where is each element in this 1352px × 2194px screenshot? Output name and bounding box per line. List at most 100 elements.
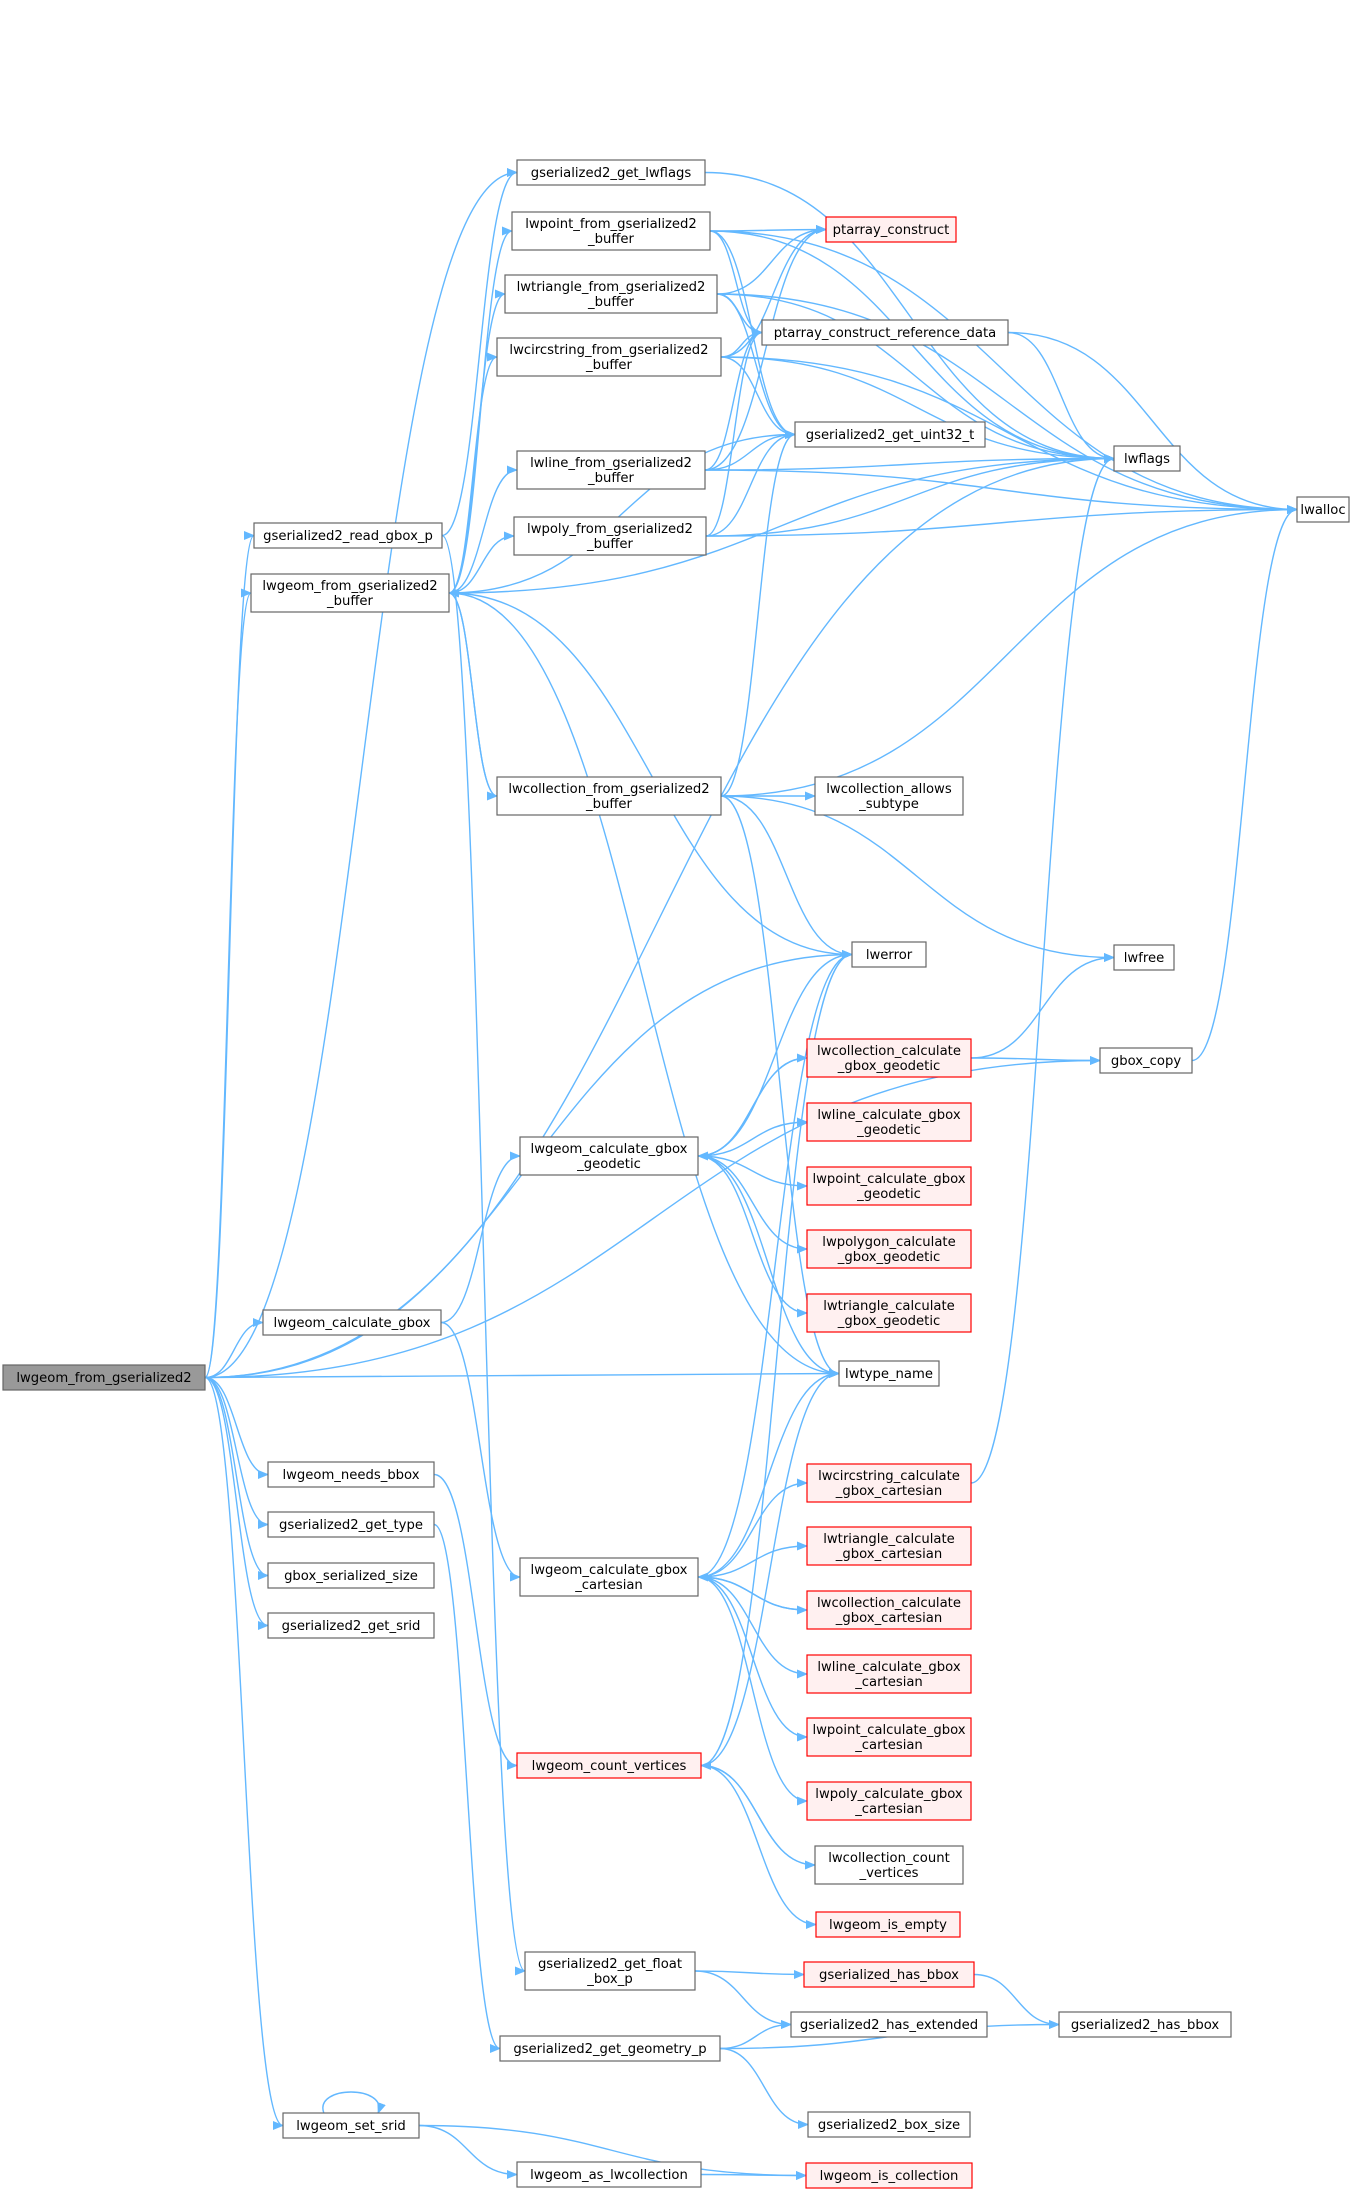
node-box[interactable]	[806, 1038, 972, 1078]
node-root[interactable]: lwgeom_from_gserialized2	[2, 1364, 206, 1391]
node-box[interactable]	[806, 1526, 972, 1566]
node-has_extended[interactable]: gserialized2_has_extended	[790, 2011, 988, 2038]
node-box_size[interactable]: gserialized2_box_size	[807, 2111, 971, 2138]
node-calc_geodetic[interactable]: lwgeom_calculate_gbox_geodetic	[519, 1136, 699, 1176]
node-calc_cartesian[interactable]: lwgeom_calculate_gbox_cartesian	[519, 1557, 699, 1597]
node-box[interactable]	[806, 1102, 972, 1142]
node-is_empty[interactable]: lwgeom_is_empty	[815, 1911, 961, 1938]
node-box[interactable]	[806, 1717, 972, 1757]
node-box[interactable]	[250, 573, 450, 613]
node-lwfree[interactable]: lwfree	[1113, 944, 1175, 971]
node-box[interactable]	[814, 1845, 964, 1885]
node-box[interactable]	[496, 776, 722, 816]
node-box[interactable]	[2, 1364, 206, 1391]
node-box[interactable]	[516, 450, 706, 490]
node-get_type[interactable]: gserialized2_get_type	[267, 1511, 435, 1538]
node-box[interactable]	[519, 1557, 699, 1597]
node-box[interactable]	[516, 159, 706, 186]
node-gbox_ser_size[interactable]: gbox_serialized_size	[267, 1562, 435, 1589]
node-box[interactable]	[1099, 1047, 1193, 1074]
node-box[interactable]	[815, 1911, 961, 1938]
node-get_srid[interactable]: gserialized2_get_srid	[267, 1612, 435, 1639]
node-is_collection[interactable]: lwgeom_is_collection	[805, 2162, 973, 2189]
node-triangle_geodetic[interactable]: lwtriangle_calculate_gbox_geodetic	[806, 1293, 972, 1333]
node-box[interactable]	[825, 216, 957, 243]
node-box[interactable]	[267, 1612, 435, 1639]
node-point_geodetic[interactable]: lwpoint_calculate_gbox_geodetic	[806, 1166, 972, 1206]
node-as_lwcollection[interactable]: lwgeom_as_lwcollection	[516, 2161, 702, 2188]
node-box[interactable]	[806, 1590, 972, 1630]
node-ptarray_construct[interactable]: ptarray_construct	[825, 216, 957, 243]
node-box[interactable]	[262, 1309, 442, 1336]
node-line_geodetic[interactable]: lwline_calculate_gbox_geodetic	[806, 1102, 972, 1142]
node-box[interactable]	[806, 1781, 972, 1821]
node-box[interactable]	[806, 1293, 972, 1333]
node-box[interactable]	[1113, 445, 1181, 472]
node-box[interactable]	[805, 2162, 973, 2189]
node-lwflags[interactable]: lwflags	[1113, 445, 1181, 472]
node-box[interactable]	[1296, 496, 1350, 523]
node-lwtype_name[interactable]: lwtype_name	[838, 1360, 940, 1387]
node-ser2_has_bbox[interactable]: gserialized2_has_bbox	[1058, 2011, 1232, 2038]
node-circ_cartesian[interactable]: lwcircstring_calculate_gbox_cartesian	[806, 1463, 972, 1503]
node-box[interactable]	[516, 2161, 702, 2188]
node-box[interactable]	[524, 1951, 696, 1991]
node-needs_bbox[interactable]: lwgeom_needs_bbox	[267, 1461, 435, 1488]
node-lwcircstring_from[interactable]: lwcircstring_from_gserialized2_buffer	[496, 337, 722, 377]
node-box[interactable]	[267, 1511, 435, 1538]
node-coll_count_vertices[interactable]: lwcollection_count_vertices	[814, 1845, 964, 1885]
node-box[interactable]	[814, 776, 964, 816]
node-get_geometry_p[interactable]: gserialized2_get_geometry_p	[499, 2035, 721, 2062]
node-box[interactable]	[794, 421, 986, 448]
node-set_srid[interactable]: lwgeom_set_srid	[282, 2112, 420, 2139]
node-box[interactable]	[519, 1136, 699, 1176]
node-box[interactable]	[806, 1166, 972, 1206]
node-line_cartesian[interactable]: lwline_calculate_gbox_cartesian	[806, 1654, 972, 1694]
node-lwalloc[interactable]: lwalloc	[1296, 496, 1350, 523]
node-allows_subtype[interactable]: lwcollection_allows_subtype	[814, 776, 964, 816]
node-box[interactable]	[1113, 944, 1175, 971]
node-point_cartesian[interactable]: lwpoint_calculate_gbox_cartesian	[806, 1717, 972, 1757]
node-poly_cartesian[interactable]: lwpoly_calculate_gbox_cartesian	[806, 1781, 972, 1821]
node-box[interactable]	[267, 1461, 435, 1488]
node-lwgeom_from_buf[interactable]: lwgeom_from_gserialized2_buffer	[250, 573, 450, 613]
node-box[interactable]	[267, 1562, 435, 1589]
node-lwpoly_from[interactable]: lwpoly_from_gserialized2_buffer	[513, 516, 707, 556]
node-box[interactable]	[253, 522, 443, 549]
node-box[interactable]	[851, 941, 927, 968]
node-read_gbox_p[interactable]: gserialized2_read_gbox_p	[253, 522, 443, 549]
node-calc_gbox[interactable]: lwgeom_calculate_gbox	[262, 1309, 442, 1336]
node-box[interactable]	[496, 337, 722, 377]
node-box[interactable]	[504, 274, 718, 314]
node-coll_geodetic[interactable]: lwcollection_calculate_gbox_geodetic	[806, 1038, 972, 1078]
node-get_lwflags[interactable]: gserialized2_get_lwflags	[516, 159, 706, 186]
node-lwline_from[interactable]: lwline_from_gserialized2_buffer	[516, 450, 706, 490]
node-box[interactable]	[806, 1654, 972, 1694]
node-ptarray_ref[interactable]: ptarray_construct_reference_data	[761, 319, 1009, 346]
node-box[interactable]	[513, 516, 707, 556]
node-box[interactable]	[516, 1752, 702, 1779]
node-box[interactable]	[807, 2111, 971, 2138]
node-lwpoint_from[interactable]: lwpoint_from_gserialized2_buffer	[511, 211, 711, 251]
node-lwcollection_from[interactable]: lwcollection_from_gserialized2_buffer	[496, 776, 722, 816]
node-box[interactable]	[282, 2112, 420, 2139]
node-ser_has_bbox[interactable]: gserialized_has_bbox	[803, 1961, 975, 1988]
node-box[interactable]	[838, 1360, 940, 1387]
node-coll_cartesian[interactable]: lwcollection_calculate_gbox_cartesian	[806, 1590, 972, 1630]
node-box[interactable]	[499, 2035, 721, 2062]
node-get_float_box[interactable]: gserialized2_get_float_box_p	[524, 1951, 696, 1991]
node-box[interactable]	[511, 211, 711, 251]
node-box[interactable]	[803, 1961, 975, 1988]
node-box[interactable]	[761, 319, 1009, 346]
node-tri_cartesian[interactable]: lwtriangle_calculate_gbox_cartesian	[806, 1526, 972, 1566]
node-lwerror[interactable]: lwerror	[851, 941, 927, 968]
node-box[interactable]	[790, 2011, 988, 2038]
node-get_uint32[interactable]: gserialized2_get_uint32_t	[794, 421, 986, 448]
node-box[interactable]	[806, 1463, 972, 1503]
node-polygon_geodetic[interactable]: lwpolygon_calculate_gbox_geodetic	[806, 1229, 972, 1269]
node-count_vertices[interactable]: lwgeom_count_vertices	[516, 1752, 702, 1779]
node-box[interactable]	[806, 1229, 972, 1269]
node-box[interactable]	[1058, 2011, 1232, 2038]
node-lwtriangle_from[interactable]: lwtriangle_from_gserialized2_buffer	[504, 274, 718, 314]
node-gbox_copy[interactable]: gbox_copy	[1099, 1047, 1193, 1074]
